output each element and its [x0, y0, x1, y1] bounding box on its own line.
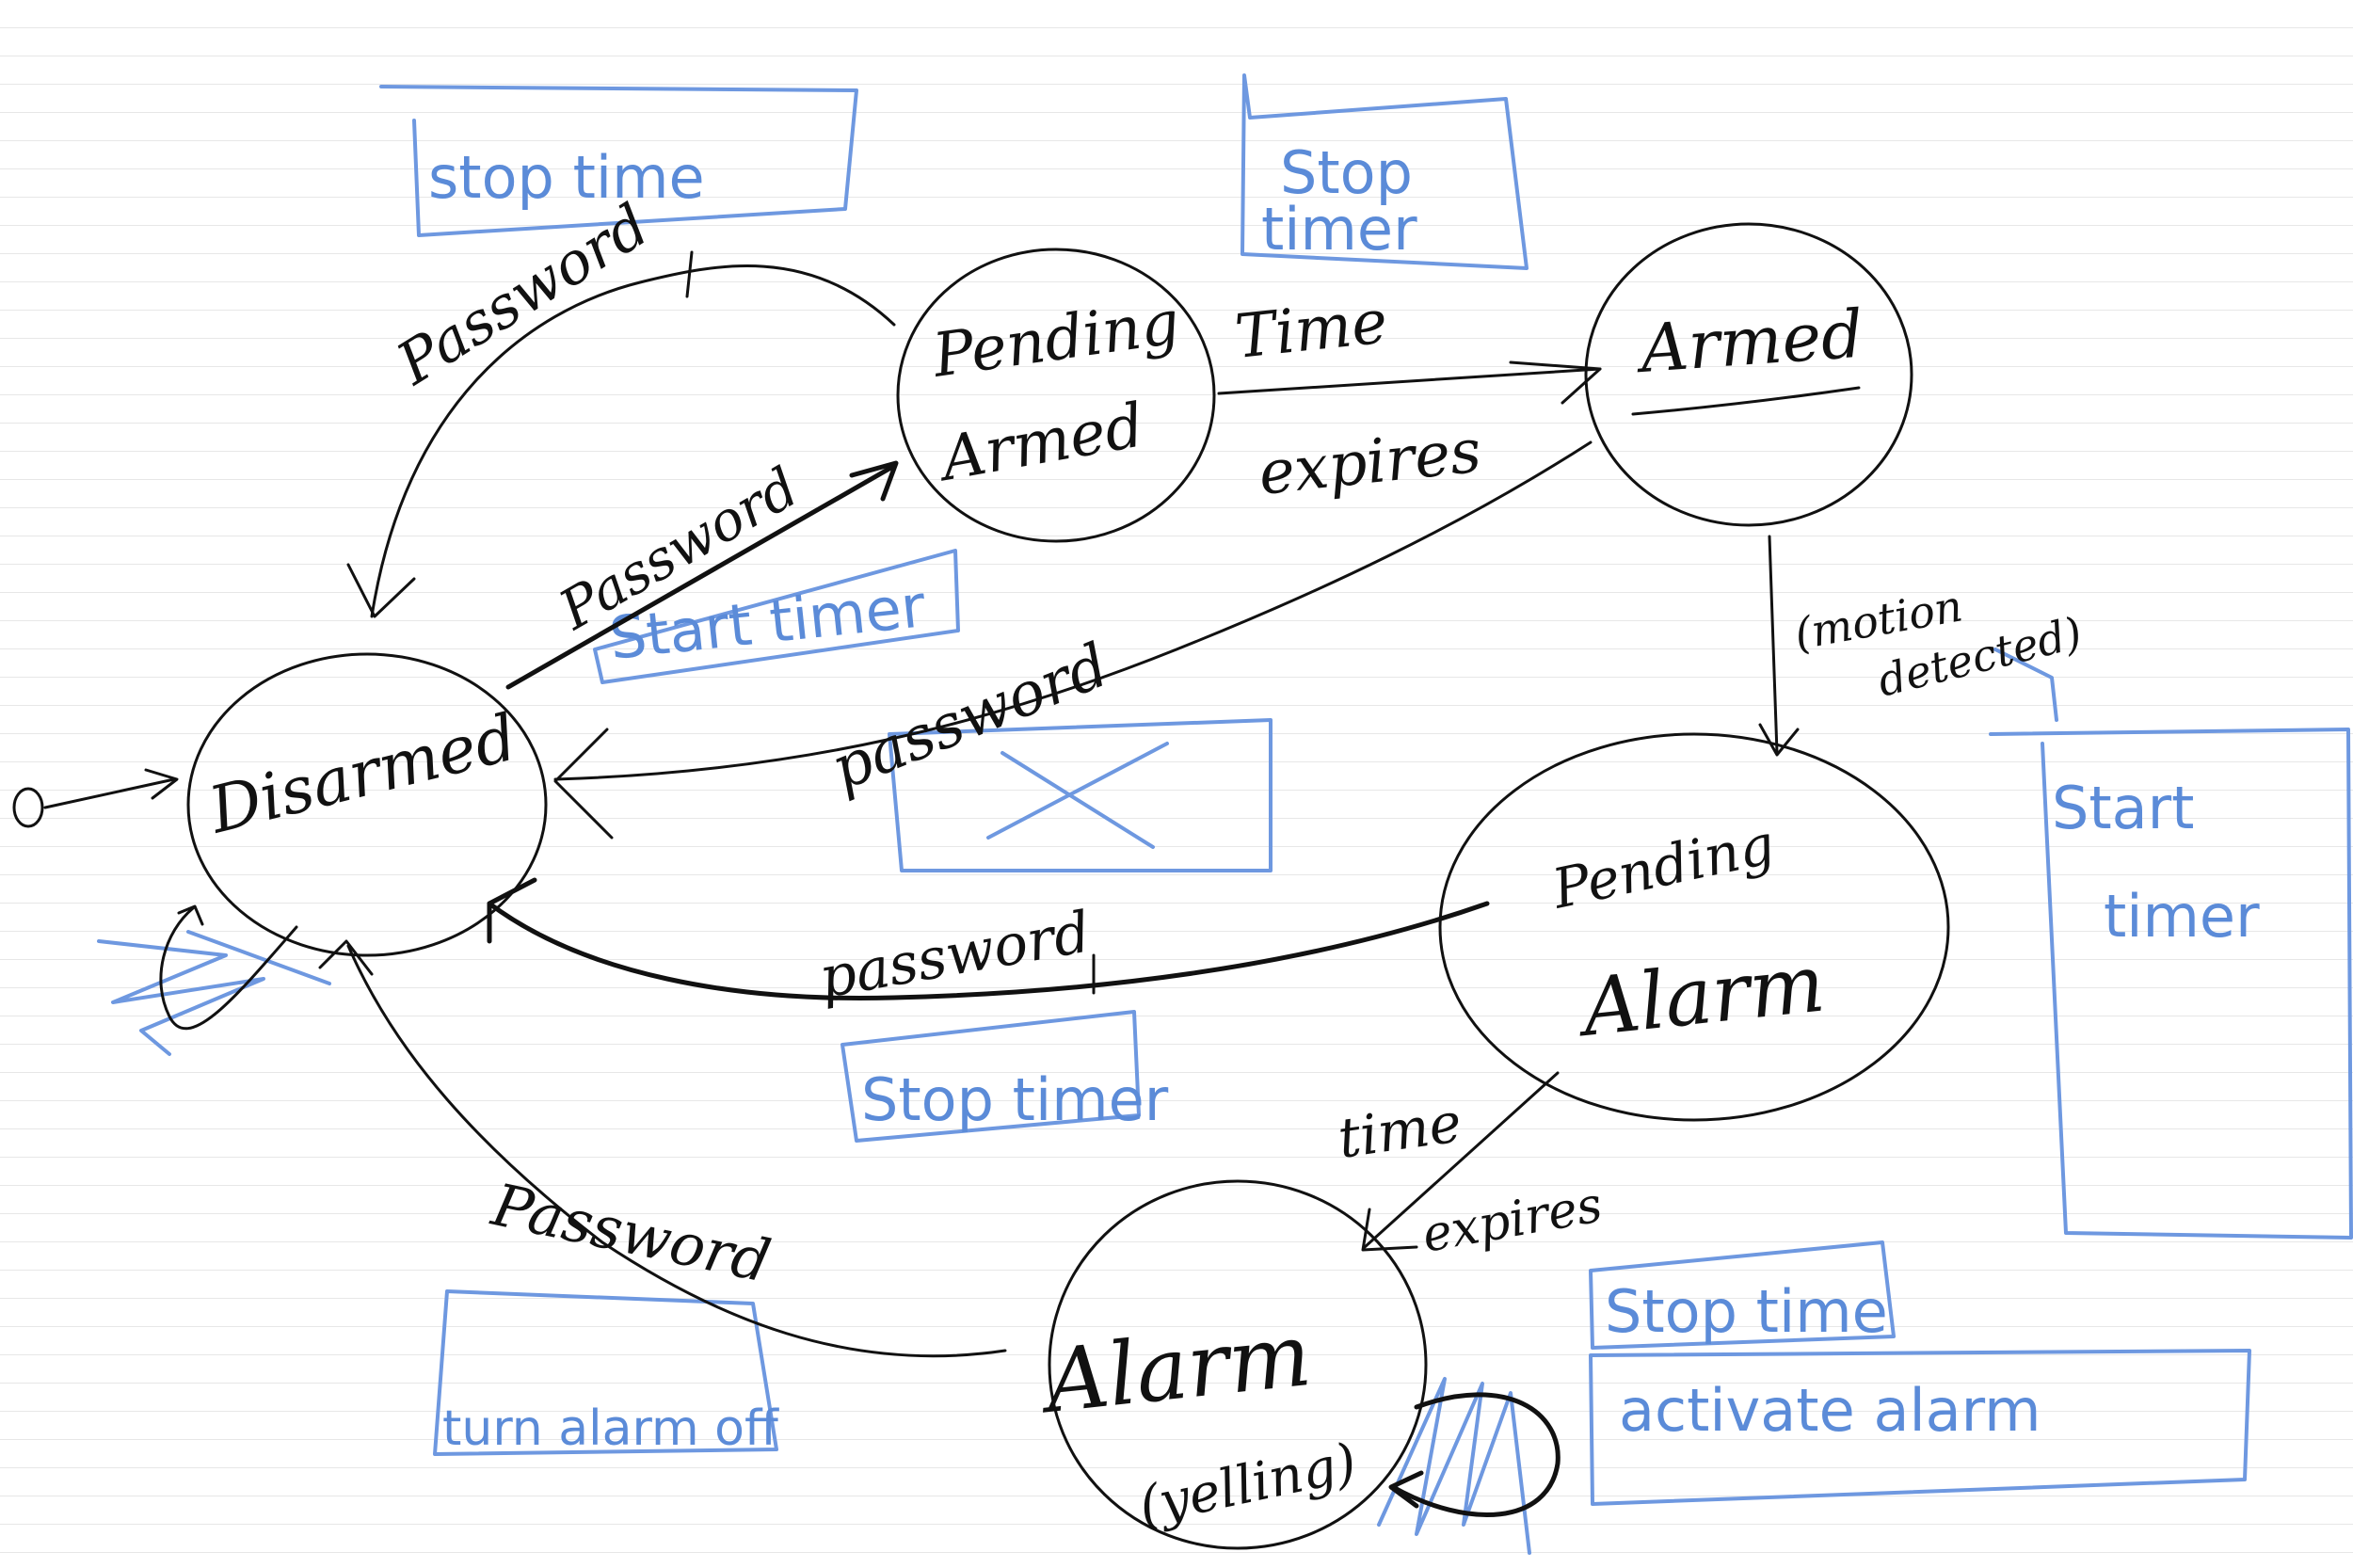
transition-label-password-alarm: Password — [486, 1170, 776, 1296]
transition-pending-alarm-to-disarmed: password — [487, 877, 1490, 1012]
state-label-pending-alarm-1: Pending — [1546, 812, 1780, 921]
action-box-activate-alarm: Stop time activate alarm — [1589, 1240, 2251, 1506]
action-box-start-timer-right: Start timer — [1989, 648, 2353, 1240]
state-alarm: Alarm (yelling) — [1033, 1179, 1428, 1550]
transition-label-expires: expires — [1256, 417, 1484, 509]
action-label-turn-alarm-off: turn alarm off — [442, 1400, 779, 1457]
state-label-disarmed: Disarmed — [200, 700, 524, 849]
action-box-stop-timer-top: Stop timer — [1241, 73, 1529, 270]
state-label-pending-armed-1: Pending — [928, 288, 1184, 392]
state-label-pending-alarm-2: Alarm — [1572, 937, 1829, 1055]
action-label-stop-timer-top-2: timer — [1261, 195, 1417, 264]
action-label-stop-time-bottom: Stop time — [1605, 1277, 1888, 1346]
transition-label-password-top: Password — [384, 190, 660, 398]
transition-armed-to-pending-alarm: (motion detected) — [1758, 535, 2087, 757]
state-pending-alarm: Pending Alarm — [1438, 732, 1950, 1122]
initial-transition — [12, 768, 179, 828]
action-label-start-timer-right-1: Start — [2052, 774, 2194, 842]
action-box-cancelled — [888, 718, 1273, 872]
state-disarmed: Disarmed — [186, 652, 548, 957]
transition-label-time-2: time — [1334, 1090, 1465, 1171]
state-label-armed: Armed — [1632, 296, 1865, 389]
state-label-alarm: Alarm — [1033, 1304, 1316, 1433]
action-box-stop-time-top: stop time — [379, 85, 858, 237]
action-label-stop-time-top: stop time — [428, 143, 705, 212]
transition-pending-alarm-to-alarm: time expires — [1334, 1071, 1607, 1264]
state-label-alarm-yelling: (yelling) — [1133, 1432, 1362, 1537]
scribble-left — [97, 930, 331, 1056]
scribble-alarm-loop — [1377, 1377, 1531, 1555]
action-label-stop-timer-mid: Stop timer — [861, 1065, 1169, 1134]
transition-alarm-to-disarmed: Password — [318, 939, 1007, 1358]
self-loop-disarmed — [159, 904, 298, 1031]
action-label-start-timer-right-2: timer — [2104, 882, 2260, 951]
action-label-activate-alarm: activate alarm — [1619, 1376, 2041, 1445]
transition-label-time: Time — [1232, 287, 1391, 372]
action-label-stop-timer-top-1: Stop — [1280, 138, 1413, 207]
self-loop-alarm — [1388, 1392, 1561, 1518]
transition-pending-armed-to-armed: Time expires — [1217, 287, 1602, 509]
transition-label-expires-2: expires — [1418, 1176, 1607, 1263]
action-box-stop-timer-mid: Stop timer — [840, 1010, 1169, 1143]
state-pending-armed: Pending Armed — [896, 248, 1216, 543]
state-armed: Armed — [1584, 222, 1913, 527]
action-box-turn-alarm-off: turn alarm off — [433, 1289, 779, 1457]
transition-label-password-armed: password — [822, 631, 1118, 805]
state-label-pending-armed-2: Armed — [932, 391, 1149, 495]
